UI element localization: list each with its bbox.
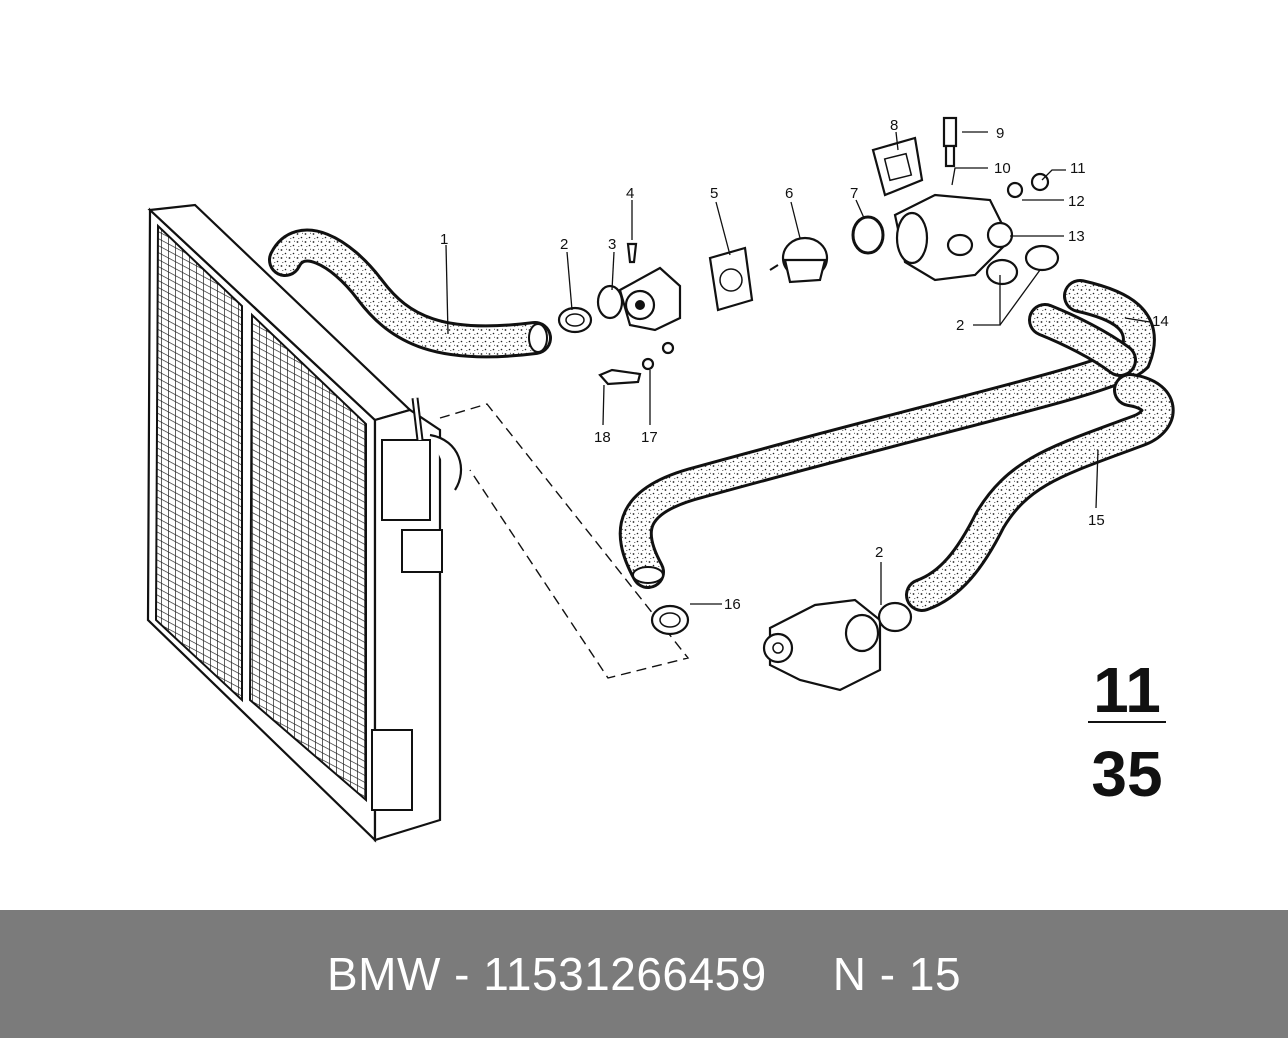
callout-18: 18 xyxy=(594,429,611,446)
lower-hose xyxy=(905,373,1175,612)
callout-2: 2 xyxy=(956,317,964,334)
bolt-and-washer xyxy=(598,341,675,386)
callout-8: 8 xyxy=(890,117,898,134)
gasket-8 xyxy=(871,136,924,197)
water-pump xyxy=(762,598,913,692)
footer-bar: BMW - 11531266459 N - 15 xyxy=(0,910,1288,1038)
callout-3: 3 xyxy=(608,236,616,253)
callout-9: 9 xyxy=(996,125,1004,142)
gasket-5 xyxy=(708,246,754,312)
callout-16: 16 xyxy=(724,596,741,613)
thermostat-cover xyxy=(893,193,1060,286)
group-code-top: 11 xyxy=(1093,654,1161,726)
hose-clamp xyxy=(557,306,593,334)
callout-labels: 1 2 3 4 5 6 7 8 9 10 11 12 13 2 14 15 16… xyxy=(440,117,1169,613)
parts-diagram: 1 2 3 4 5 6 7 8 9 10 11 12 13 2 14 15 16… xyxy=(146,116,1175,843)
callout-15: 15 xyxy=(1088,512,1105,529)
callout-1: 1 xyxy=(440,231,448,248)
bypass-hose xyxy=(618,279,1156,589)
callout-7: 7 xyxy=(850,185,858,202)
sensor xyxy=(942,116,958,168)
callout-10: 10 xyxy=(994,160,1011,177)
sealing-ring xyxy=(851,215,885,255)
leader-lines xyxy=(445,131,1151,605)
callout-2: 2 xyxy=(875,544,883,561)
diagram-ref-label: N - 15 xyxy=(832,948,962,1000)
callout-13: 13 xyxy=(1068,228,1085,245)
radiator xyxy=(146,203,463,843)
upper-radiator-hose xyxy=(268,228,552,359)
callout-2: 2 xyxy=(560,236,568,253)
callout-12: 12 xyxy=(1068,193,1085,210)
washer-and-nut xyxy=(1006,172,1050,199)
thermostat xyxy=(769,236,829,284)
part-number-label: BMW - 11531266459 xyxy=(326,948,767,1000)
callout-17: 17 xyxy=(641,429,658,446)
group-code: 11 35 xyxy=(1088,654,1166,810)
callout-4: 4 xyxy=(626,185,634,202)
group-code-bottom: 35 xyxy=(1091,738,1162,810)
callout-14: 14 xyxy=(1152,313,1169,330)
callout-6: 6 xyxy=(785,185,793,202)
callout-11: 11 xyxy=(1070,160,1086,177)
thermostat-housing xyxy=(596,242,682,332)
callout-5: 5 xyxy=(710,185,718,202)
clamp-16 xyxy=(650,604,690,636)
